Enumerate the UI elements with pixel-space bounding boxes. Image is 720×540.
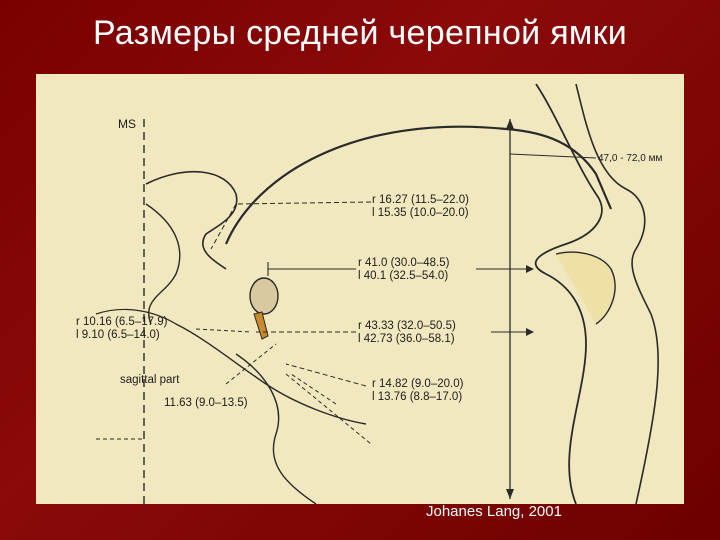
clinoid-outline	[145, 170, 238, 270]
label-m3-left: l 9.10 (6.5–14.0)	[76, 329, 160, 341]
label-m1-left: l 15.35 (10.0–20.0)	[372, 207, 469, 219]
anatomy-figure: MS 47,0 - 72,0 мм r 16.27 (11.5–22.0) l …	[36, 74, 684, 504]
fossa-diagram	[36, 74, 684, 504]
label-m3-right: r 10.16 (6.5–17.9)	[76, 316, 168, 328]
label-ms: MS	[118, 117, 136, 131]
label-m2-right: r 41.0 (30.0–48.5)	[358, 257, 450, 269]
foramen-oval	[249, 277, 279, 315]
label-m4-right: r 43.33 (32.0–50.5)	[358, 320, 456, 332]
label-m5-right: r 14.82 (9.0–20.0)	[372, 378, 464, 390]
slide-title: Размеры средней черепной ямки	[92, 14, 628, 52]
credit-text: Johanes Lang, 2001	[426, 503, 562, 520]
label-m4-left: l 42.73 (36.0–58.1)	[358, 333, 455, 345]
label-m1-right: r 16.27 (11.5–22.0)	[372, 194, 469, 206]
label-m2-left: l 40.1 (32.5–54.0)	[358, 270, 449, 282]
label-m5-left: l 13.76 (8.8–17.0)	[372, 391, 463, 403]
label-sagittal-part: sagittal part	[120, 374, 180, 386]
petrous-outline	[534, 83, 603, 504]
label-height-range: 47,0 - 72,0 мм	[598, 153, 663, 164]
label-m6: 11.63 (9.0–13.5)	[164, 397, 248, 409]
